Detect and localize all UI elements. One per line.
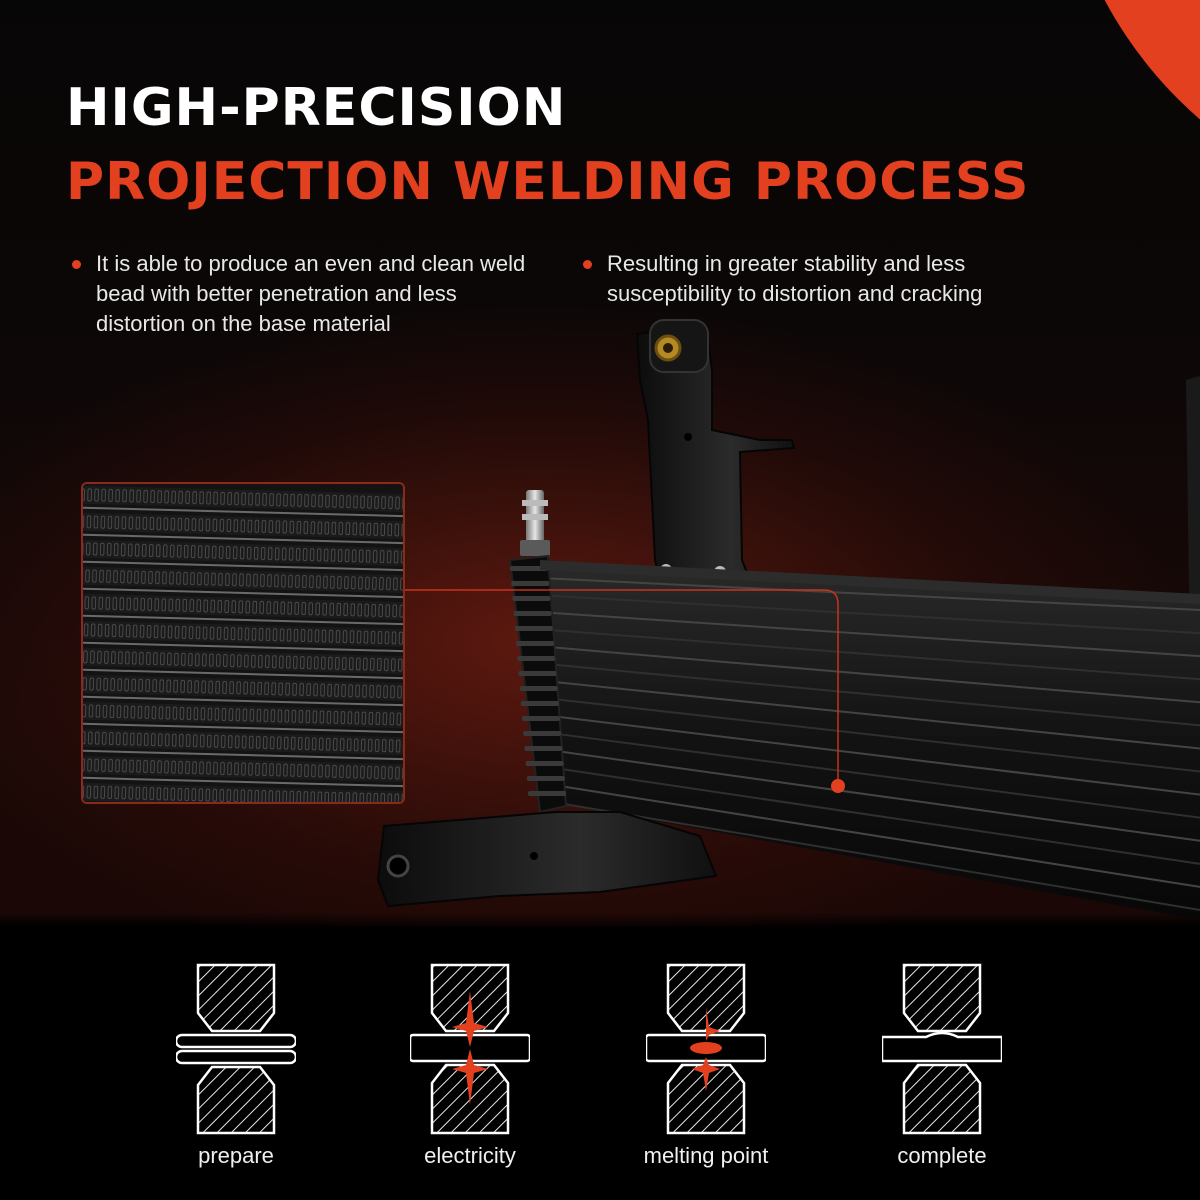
bullet-dot-icon (583, 260, 592, 269)
bottom-mounting-bracket (376, 811, 718, 908)
feature-bullet-2-text: Resulting in greater stability and less … (607, 251, 983, 306)
headline: HIGH-PRECISION PROJECTION WELDING PROCES… (66, 82, 1029, 208)
step-complete: complete (832, 955, 1052, 1185)
feature-bullet-1-text: It is able to produce an even and clean … (96, 251, 526, 336)
step-label-prepare: prepare (198, 1143, 274, 1168)
headline-line-2: PROJECTION WELDING PROCESS (66, 152, 1030, 212)
bullet-dot-icon (72, 260, 81, 269)
step-label-melting-point: melting point (643, 1143, 769, 1168)
headline-line-1: HIGH-PRECISION (66, 78, 567, 138)
cooler-core (508, 554, 1200, 920)
step-prepare: prepare (126, 955, 346, 1185)
prepare-diagram-icon (176, 963, 296, 1135)
melting-point-diagram-icon (646, 963, 766, 1135)
top-mounting-bracket (635, 319, 796, 582)
step-label-complete: complete (897, 1143, 987, 1168)
step-melting-point: melting point (596, 955, 816, 1185)
feature-bullet-2: Resulting in greater stability and less … (583, 249, 1037, 309)
weld-detail-image (83, 484, 403, 802)
feature-bullet-1: It is able to produce an even and clean … (72, 249, 536, 339)
zoom-callout-line (405, 589, 845, 793)
weld-detail-zoom (81, 482, 405, 804)
complete-diagram-icon (882, 963, 1002, 1135)
step-label-electricity: electricity (424, 1143, 516, 1168)
fitting-nipple (520, 490, 550, 556)
electricity-diagram-icon (410, 963, 530, 1135)
oil-cooler-product-image (376, 319, 1200, 920)
step-electricity: electricity (360, 955, 580, 1185)
corner-accent-shape (1055, 0, 1200, 222)
